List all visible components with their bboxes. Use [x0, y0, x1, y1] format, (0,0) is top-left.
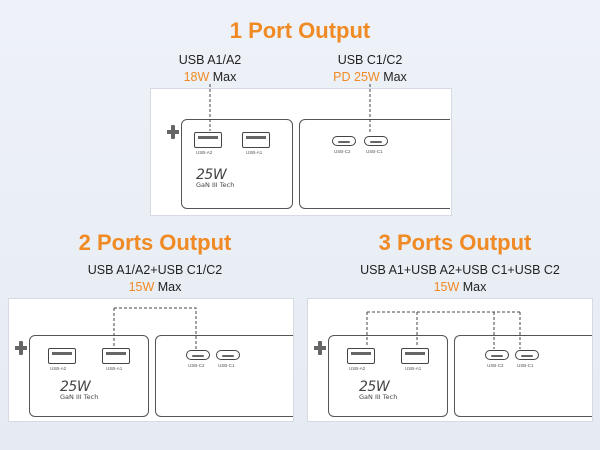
device-panel-3: USB-A2 USB-A1 25W GaN III Tech USB-C2 US…	[307, 298, 593, 422]
usb-c1-label: USB-C1	[218, 363, 235, 368]
device-panel-1: USB-A2 USB-A1 25W GaN III Tech USB-C2 US…	[150, 88, 452, 216]
badge-power: 25W	[196, 167, 227, 183]
watt-value: 18W	[183, 70, 210, 84]
badge-power: 25W	[359, 379, 390, 395]
label-watt-line: 18W Max	[150, 69, 270, 86]
usb-c1-port	[515, 350, 539, 360]
usb-c1-label: USB-C1	[517, 363, 534, 368]
label-port-name: USB A1/A2+USB C1/C2	[87, 263, 223, 277]
usb-a1-label: USB-A1	[405, 366, 422, 371]
usb-a1-port	[102, 348, 130, 364]
label-three-ports: USB A1+USB A2+USB C1+USB C2 15W Max	[325, 262, 595, 296]
usb-a1-port	[401, 348, 429, 364]
usb-c1-label: USB-C1	[366, 149, 383, 154]
usb-a1-label: USB-A1	[246, 150, 263, 155]
usb-c1-port	[364, 136, 388, 146]
label-port-name: USB A1/A2	[178, 53, 242, 67]
power-badge: 25W GaN III Tech	[196, 164, 234, 189]
device-panel-2: USB-A2 USB-A1 25W GaN III Tech USB-C2 US…	[8, 298, 294, 422]
usb-a2-port	[194, 132, 222, 148]
usb-a2-label: USB-A2	[196, 150, 213, 155]
label-watt-line: 15W Max	[325, 279, 595, 296]
section-title-2-ports: 2 Ports Output	[78, 230, 232, 255]
label-watt-line: PD 25W Max	[310, 69, 430, 86]
label-two-ports: USB A1/A2+USB C1/C2 15W Max	[60, 262, 250, 296]
usb-c2-label: USB-C2	[487, 363, 504, 368]
label-watt-line: 15W Max	[60, 279, 250, 296]
plug-pin	[15, 341, 27, 355]
label-port-name: USB C1/C2	[337, 53, 403, 67]
badge-tech: GaN III Tech	[196, 181, 235, 189]
usb-c2-port	[186, 350, 210, 360]
badge-tech: GaN III Tech	[359, 393, 398, 401]
usb-c2-port	[485, 350, 509, 360]
usb-a2-label: USB-A2	[50, 366, 67, 371]
usb-c2-port	[332, 136, 356, 146]
power-badge: 25W GaN III Tech	[359, 376, 397, 401]
power-badge: 25W GaN III Tech	[60, 376, 98, 401]
watt-suffix: Max	[379, 70, 407, 84]
watt-value: PD 25W	[333, 70, 380, 84]
watt-suffix: Max	[459, 280, 487, 294]
charger-left-unit: USB-A2 USB-A1 25W GaN III Tech	[29, 335, 149, 417]
charger-left-unit: USB-A2 USB-A1 25W GaN III Tech	[181, 119, 293, 209]
usb-a2-label: USB-A2	[349, 366, 366, 371]
watt-value: 15W	[128, 280, 155, 294]
label-port-name: USB A1+USB A2+USB C1+USB C2	[360, 263, 560, 277]
usb-a2-port	[347, 348, 375, 364]
section-title-3-ports: 3 Ports Output	[378, 230, 532, 255]
watt-suffix: Max	[209, 70, 237, 84]
usb-a2-port	[48, 348, 76, 364]
charger-right-unit: USB-C2 USB-C1	[454, 335, 592, 417]
usb-a1-label: USB-A1	[106, 366, 123, 371]
label-usb-a-single: USB A1/A2 18W Max	[150, 52, 270, 86]
usb-c2-label: USB-C2	[334, 149, 351, 154]
label-usb-c-single: USB C1/C2 PD 25W Max	[310, 52, 430, 86]
charger-right-unit: USB-C2 USB-C1	[155, 335, 293, 417]
watt-value: 15W	[433, 280, 460, 294]
usb-a1-port	[242, 132, 270, 148]
section-title-1-port: 1 Port Output	[229, 18, 371, 43]
watt-suffix: Max	[154, 280, 182, 294]
badge-tech: GaN III Tech	[60, 393, 99, 401]
plug-pin	[314, 341, 326, 355]
usb-c1-port	[216, 350, 240, 360]
charger-left-unit: USB-A2 USB-A1 25W GaN III Tech	[328, 335, 448, 417]
charger-right-unit: USB-C2 USB-C1	[299, 119, 450, 209]
badge-power: 25W	[60, 379, 91, 395]
usb-c2-label: USB-C2	[188, 363, 205, 368]
plug-pin	[167, 125, 179, 139]
